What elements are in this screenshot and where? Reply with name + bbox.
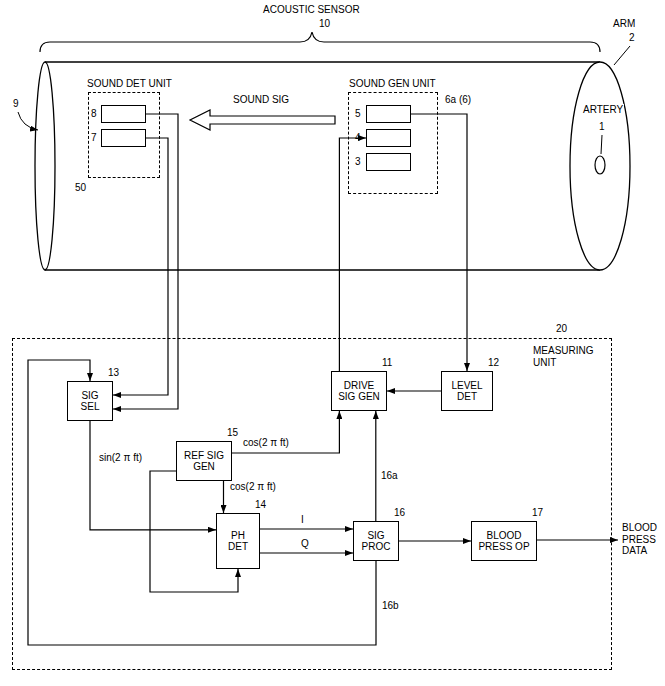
leader-line	[614, 46, 630, 65]
text-label: 50	[74, 182, 87, 194]
unit-heading: SOUND GEN UNIT	[349, 78, 436, 90]
process-box: PH DET14	[216, 513, 260, 569]
unit-frame: SOUND GEN UNIT543	[348, 92, 438, 194]
signal-label: sin(2 π ft)	[98, 452, 143, 464]
process-box: SIG PROC16	[353, 521, 399, 561]
arm-end	[570, 62, 630, 270]
leader-arrow	[18, 112, 38, 130]
output-arrow	[536, 539, 618, 540]
element-box: 4	[366, 129, 411, 147]
block-label: DRIVE SIG GEN	[335, 380, 383, 403]
leader-line	[601, 135, 602, 154]
callout-number: 14	[255, 499, 266, 511]
unit-frame: SOUND DET UNIT87	[88, 92, 160, 178]
arm-end	[35, 62, 55, 270]
arm-outline	[45, 61, 600, 62]
process-box: BLOOD PRESS OP17	[471, 521, 537, 561]
text-label: ACOUSTIC SENSOR	[262, 4, 361, 16]
signal-line	[375, 411, 376, 521]
callout-number: 16	[394, 507, 405, 519]
artery	[595, 156, 605, 174]
signal-label: cos(2 π ft)	[229, 481, 277, 493]
text-label: 2	[628, 32, 636, 44]
text-label: 1	[598, 121, 606, 133]
callout-number: 12	[488, 357, 499, 369]
signal-label: I	[300, 514, 305, 526]
block-label: LEVEL DET	[445, 380, 489, 403]
text-label: SOUND SIG	[232, 94, 290, 106]
unit-heading: MEASURING UNIT	[533, 345, 605, 368]
signal-line	[260, 552, 353, 553]
signal-line	[387, 390, 441, 391]
unit-frame: 20MEASURING UNITSIG SEL13DRIVE SIG GEN11…	[12, 338, 612, 670]
callout-number: 13	[108, 367, 119, 379]
process-box: LEVEL DET12	[441, 371, 493, 411]
text-label: 9	[12, 98, 20, 110]
block-label: REF SIG GEN	[180, 450, 228, 473]
signal-line	[28, 360, 376, 645]
callout-number: 4	[355, 132, 361, 144]
signal-label: 16a	[380, 470, 399, 482]
element-box: 3	[366, 153, 411, 171]
signal-line	[339, 138, 366, 371]
element-box: 5	[366, 105, 411, 123]
sound-arrow	[190, 110, 335, 130]
block-label: SIG SEL	[71, 390, 109, 413]
callout-number: 15	[227, 427, 238, 439]
unit-heading: SOUND DET UNIT	[87, 78, 172, 90]
process-box: REF SIG GEN15	[176, 441, 232, 481]
text-label: ARM	[612, 18, 636, 30]
signal-label: Q	[300, 538, 310, 550]
block-label: PH DET	[220, 530, 256, 553]
text-label: 6a (6)	[444, 94, 472, 106]
signal-label: 16b	[381, 600, 400, 612]
signal-label: cos(2 π ft)	[242, 437, 290, 449]
text-label: 10	[318, 18, 331, 30]
signal-line	[113, 114, 178, 409]
callout-number: 17	[532, 507, 543, 519]
callout-number: 20	[556, 323, 567, 335]
process-box: DRIVE SIG GEN11	[331, 371, 387, 411]
signal-line	[399, 540, 471, 541]
block-label: BLOOD PRESS OP	[475, 530, 533, 553]
element-box: 8	[101, 105, 146, 123]
callout-number: 5	[355, 108, 361, 120]
text-label: BLOOD PRESS DATA	[621, 522, 665, 557]
block-label: SIG PROC	[357, 530, 395, 553]
arm-outline	[45, 269, 600, 270]
callout-number: 11	[382, 357, 392, 369]
signal-line	[223, 481, 224, 513]
text-label: ARTERY	[582, 104, 624, 116]
callout-number: 7	[91, 132, 97, 144]
brace	[40, 32, 600, 52]
element-box: 7	[101, 129, 146, 147]
signal-line	[260, 528, 353, 529]
callout-number: 3	[355, 156, 361, 168]
callout-number: 8	[91, 108, 97, 120]
process-box: SIG SEL13	[67, 381, 113, 421]
signal-line	[232, 411, 339, 453]
signal-line	[411, 114, 467, 371]
